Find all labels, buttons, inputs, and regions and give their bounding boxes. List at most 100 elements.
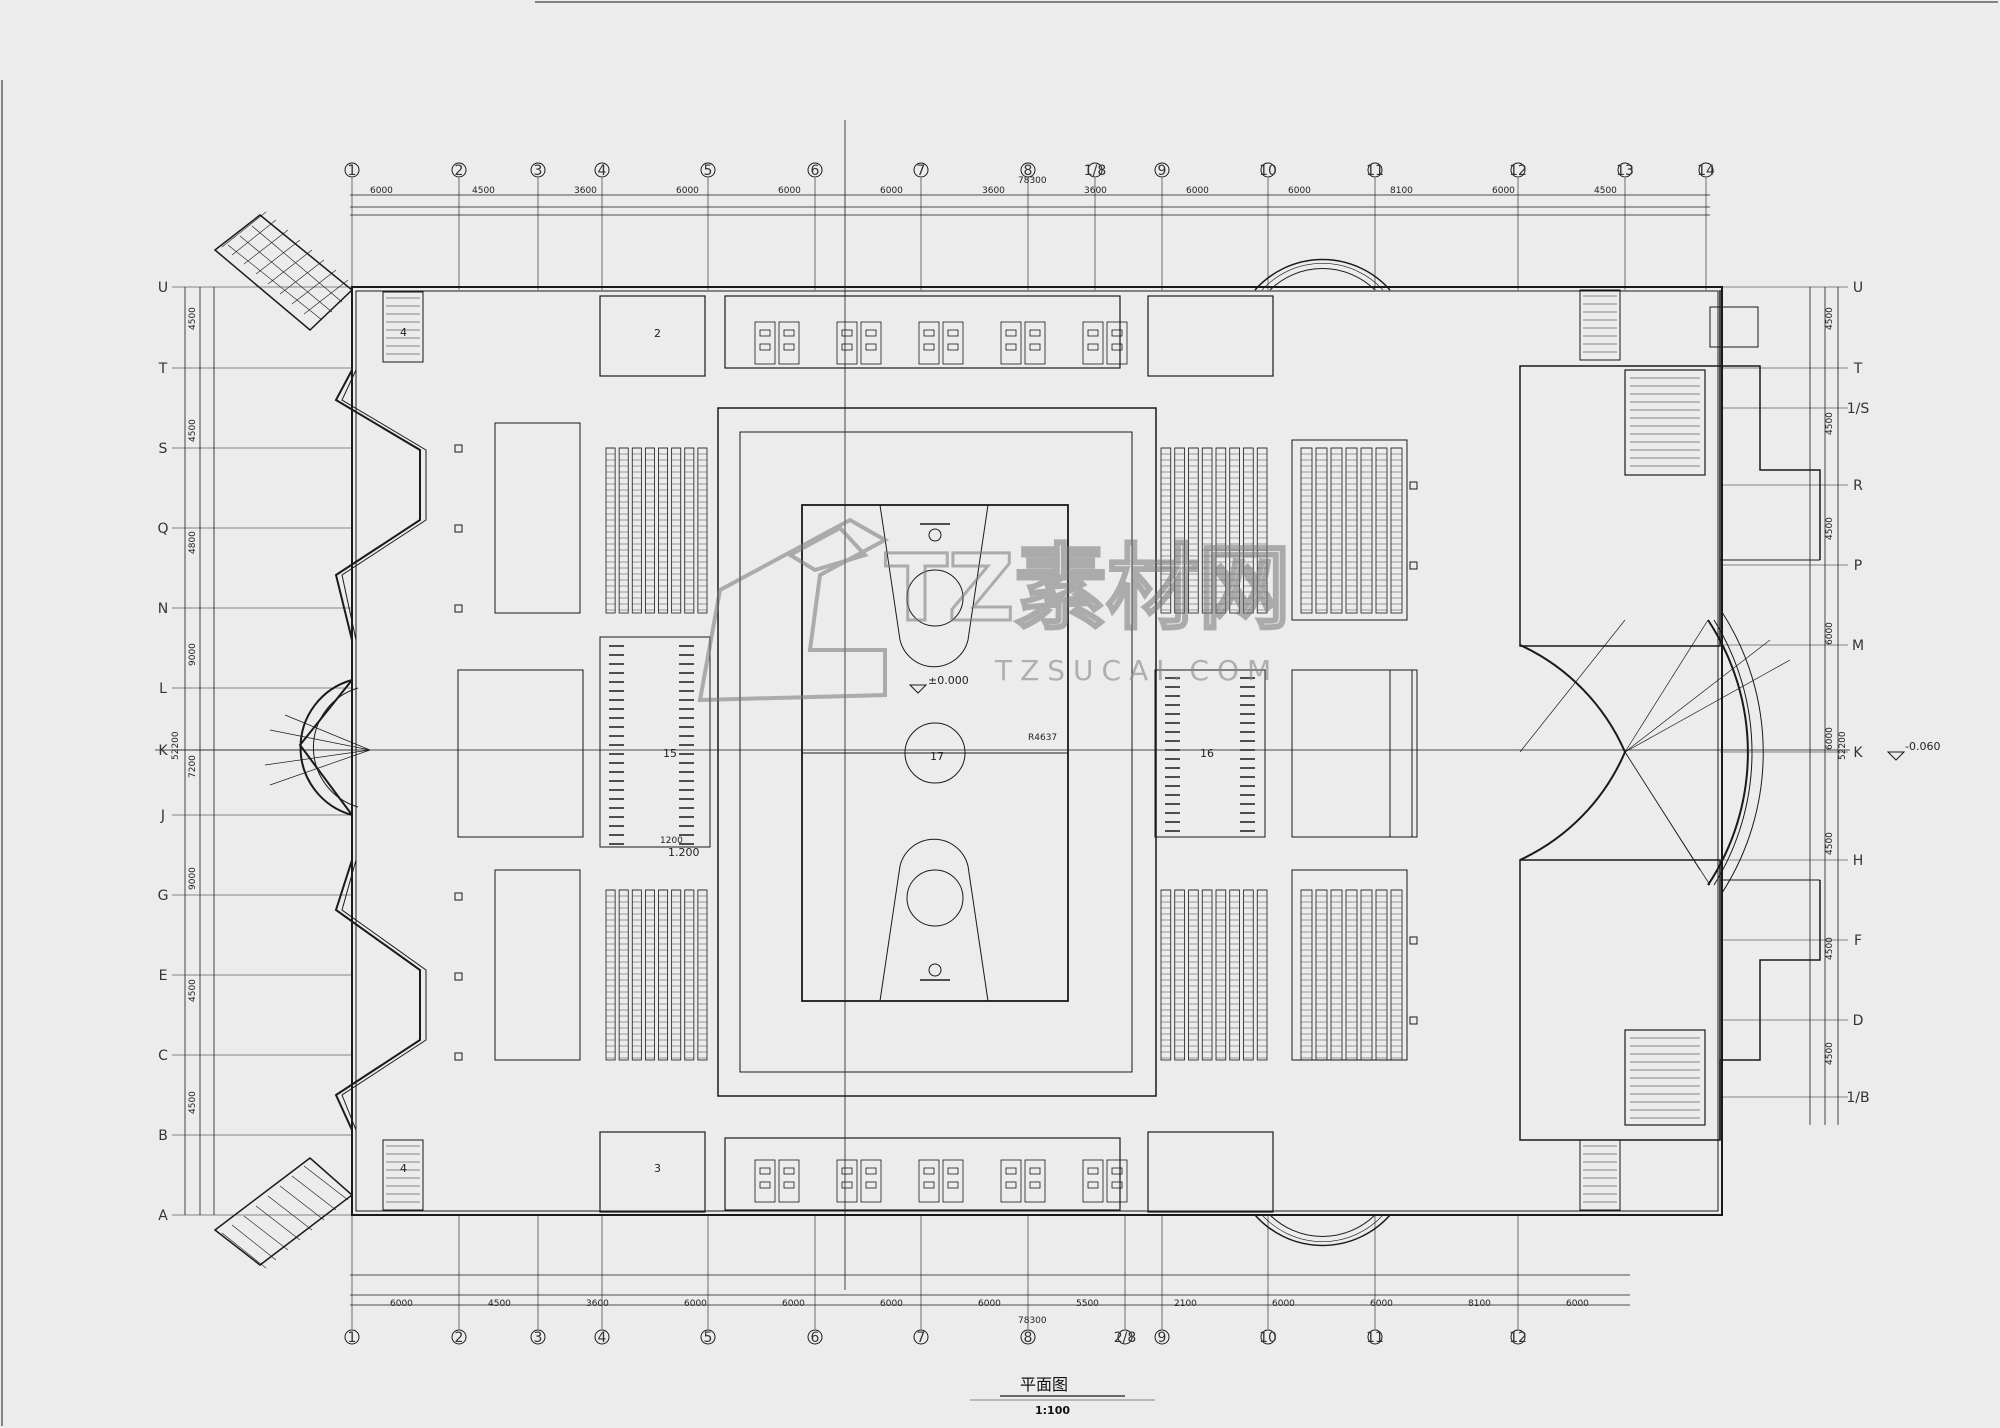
total-depth-right: 52200: [1838, 731, 1848, 760]
outer-wall: [351, 286, 1723, 1216]
axis-bubble-top: [700, 162, 716, 178]
stair-right-bottom: [1624, 1029, 1706, 1126]
stair-label-bottom: 3: [654, 1162, 661, 1175]
axis-label-left: S: [159, 441, 168, 457]
axis-bubble-bottom: [451, 1329, 467, 1345]
stair-bottom-left: [213, 1157, 354, 1269]
total-width-top: 78300: [1018, 176, 1047, 186]
dimension-bottom: 6000: [978, 1299, 1001, 1309]
axis-label-top: 5: [704, 163, 713, 179]
axis-label-bottom: 11: [1366, 1330, 1384, 1346]
axis-label-top: 10: [1259, 163, 1277, 179]
axis-label-bottom: 12: [1509, 1330, 1527, 1346]
seating-block: [605, 889, 708, 1061]
axis-bubble-top: [807, 162, 823, 178]
axis-label-right: D: [1853, 1013, 1864, 1029]
dimension-right: 6000: [1825, 727, 1835, 750]
dimension-bottom: 6000: [880, 1299, 903, 1309]
axis-label-top: 1: [348, 163, 357, 179]
axis-label-right: 1/B: [1846, 1090, 1869, 1106]
axis-label-top: 9: [1158, 163, 1167, 179]
axis-bubble-top: [1510, 162, 1526, 178]
axis-label-right: U: [1853, 280, 1863, 296]
axis-label-top: 4: [598, 163, 607, 179]
axis-label-top: 2: [455, 163, 464, 179]
dimension-left: 4500: [188, 419, 198, 442]
dimension-right: 4500: [1825, 832, 1835, 855]
axis-label-top: 7: [917, 163, 926, 179]
elevation-center-label: ±0.000: [928, 674, 969, 687]
axis-bubble-top: [1698, 162, 1714, 178]
dimension-right: 4500: [1825, 307, 1835, 330]
axis-label-left: K: [158, 743, 168, 759]
axis-label-left: N: [158, 601, 168, 617]
axis-bubble-top: [1020, 162, 1036, 178]
axis-label-left: B: [158, 1128, 168, 1144]
axis-label-left: C: [158, 1048, 168, 1064]
dimension-top: 3600: [982, 186, 1005, 196]
axis-label-left: T: [158, 361, 168, 377]
dimension-bottom: 6000: [684, 1299, 707, 1309]
axis-bubble-top: [344, 162, 360, 178]
dimension-top: 6000: [370, 186, 393, 196]
axis-bubble-top: [451, 162, 467, 178]
court-center-number: 17: [930, 750, 944, 763]
axis-bubble-top: [1154, 162, 1170, 178]
axis-label-bottom: 5: [704, 1330, 713, 1346]
dimension-bottom: 6000: [1272, 1299, 1295, 1309]
axis-label-left: L: [159, 681, 167, 697]
axis-label-bottom: 1: [348, 1330, 357, 1346]
dimension-right: 4500: [1825, 937, 1835, 960]
axis-bubble-bottom: [530, 1329, 546, 1345]
axis-label-bottom: 2/8: [1114, 1330, 1137, 1346]
axis-label-left: Q: [157, 521, 168, 537]
axis-label-bottom: 10: [1259, 1330, 1277, 1346]
total-depth-left: 52200: [171, 731, 181, 760]
axis-label-right: F: [1854, 933, 1862, 949]
axis-label-top: 6: [811, 163, 820, 179]
axis-label-bottom: 9: [1158, 1330, 1167, 1346]
dimension-left: 9000: [188, 643, 198, 666]
axis-label-right: T: [1853, 361, 1863, 377]
axis-label-bottom: 7: [917, 1330, 926, 1346]
dimension-bottom: 4500: [488, 1299, 511, 1309]
stair-label-left-bottom: 4: [400, 1162, 407, 1175]
axis-bubble-top: [1617, 162, 1633, 178]
dimension-top: 6000: [778, 186, 801, 196]
axis-bubble-bottom: [1260, 1329, 1276, 1345]
dimension-bottom: 6000: [1370, 1299, 1393, 1309]
axis-label-right: M: [1852, 638, 1864, 654]
axis-bubble-bottom: [1510, 1329, 1526, 1345]
toilet-block: [754, 321, 1128, 365]
dimension-left: 4500: [188, 307, 198, 330]
dimension-left: 4500: [188, 979, 198, 1002]
axis-label-left: E: [159, 968, 168, 984]
small-dim-1200b: 1.200: [668, 846, 700, 859]
dimension-bottom: 2100: [1174, 1299, 1197, 1309]
court-radius-label: R4637: [1028, 733, 1057, 743]
dimension-bottom: 8100: [1468, 1299, 1491, 1309]
axis-label-right: R: [1853, 478, 1863, 494]
axis-bubble-bottom: [1367, 1329, 1383, 1345]
arena-floor: [717, 407, 1157, 1097]
dimension-top: 3600: [1084, 186, 1107, 196]
axis-bubble-top: [1087, 162, 1103, 178]
dimension-bottom: 6000: [390, 1299, 413, 1309]
axis-label-right: P: [1854, 558, 1862, 574]
axis-label-bottom: 2: [455, 1330, 464, 1346]
axis-bubble-top: [530, 162, 546, 178]
dimension-top: 4500: [472, 186, 495, 196]
axis-bubble-bottom: [1020, 1329, 1036, 1345]
total-width-bottom: 78300: [1018, 1316, 1047, 1326]
axis-bubble-bottom: [807, 1329, 823, 1345]
stand-stair: [609, 645, 694, 845]
elevation-outside-label: -0.060: [1905, 740, 1940, 753]
axis-label-top: 12: [1509, 163, 1527, 179]
seating-block: [1300, 447, 1403, 614]
seating-block: [1300, 889, 1403, 1061]
axis-bubble-top: [1260, 162, 1276, 178]
dimension-right: 6000: [1825, 622, 1835, 645]
